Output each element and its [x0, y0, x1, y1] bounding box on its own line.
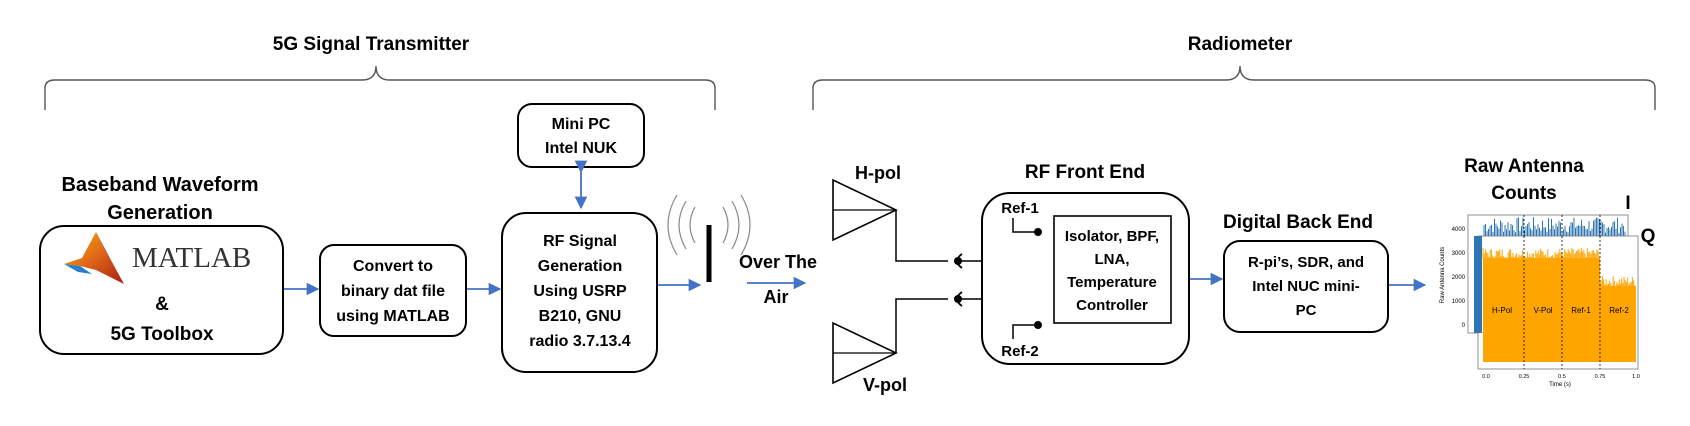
wire-vpol — [895, 298, 948, 353]
convert-line1: Convert to — [353, 258, 433, 275]
ref2-label: Ref-2 — [1001, 343, 1039, 360]
rfsig-line2: Generation — [538, 258, 622, 275]
i-ytick-4000: 4000 — [1452, 227, 1466, 233]
isolator-line4: Controller — [1076, 297, 1148, 314]
ota-line2: Air — [763, 287, 788, 307]
i-ytick-3000: 3000 — [1452, 251, 1466, 257]
isolator-line2: LNA, — [1095, 251, 1130, 268]
baseband-title-line2: Generation — [107, 202, 213, 224]
segment-vpol: V-Pol — [1533, 306, 1552, 315]
brace-radiometer — [812, 65, 1656, 110]
dbe-box — [1223, 240, 1389, 333]
rfsig-box — [501, 212, 658, 373]
matlab-logo-icon — [64, 232, 124, 284]
y-axis-label: Raw Antenna Counts — [1440, 247, 1446, 303]
segment-hpol: H-Pol — [1492, 306, 1512, 315]
isolator-box — [1053, 215, 1172, 324]
dbe-line3: PC — [1296, 302, 1317, 319]
q-segment-fill — [1600, 286, 1636, 362]
x-axis-label: Time (s) — [1549, 382, 1571, 388]
label-q: Q — [1641, 226, 1656, 247]
i-plot-noise — [1483, 217, 1626, 236]
i-ytick-1000: 1000 — [1452, 299, 1466, 305]
rfsig-line4: B210, GNU — [539, 308, 622, 325]
minipc-box — [517, 103, 645, 168]
xtick-1: 1.0 — [1632, 374, 1640, 380]
rfsig-line3: Using USRP — [533, 283, 627, 300]
vpol-horn-icon — [832, 321, 898, 385]
rfsig-line1: RF Signal — [543, 233, 617, 250]
tx-antenna-icon — [667, 194, 751, 282]
q-plot-bars — [1482, 248, 1636, 362]
convert-line2: binary dat file — [341, 283, 445, 300]
xtick-075: 0.75 — [1595, 374, 1606, 380]
xtick-0: 0.0 — [1482, 374, 1490, 380]
segment-ref1: Ref-1 — [1571, 306, 1591, 315]
dbe-line1: R-pi’s, SDR, and — [1248, 254, 1364, 271]
raw-title-line1: Raw Antenna — [1464, 156, 1584, 177]
segment-dividers — [1523, 215, 1601, 369]
convert-line3: using MATLAB — [336, 308, 449, 325]
dbe-line2: Intel NUC mini- — [1252, 278, 1360, 295]
section-title-radiometer: Radiometer — [1188, 34, 1293, 55]
baseband-title-line1: Baseband Waveform — [61, 174, 258, 196]
baseband-amp: & — [155, 294, 169, 315]
convert-box — [319, 244, 467, 337]
hpol-label: H-pol — [855, 163, 901, 183]
matlab-wordmark: MATLAB — [132, 242, 251, 274]
rfsig-line5: radio 3.7.13.4 — [529, 333, 630, 350]
hpol-horn-icon — [832, 178, 898, 242]
vpol-label: V-pol — [863, 375, 907, 395]
label-i: I — [1625, 193, 1630, 214]
rffe-title: RF Front End — [1025, 162, 1145, 183]
segment-ref2: Ref-2 — [1609, 306, 1629, 315]
xtick-05: 0.5 — [1558, 374, 1566, 380]
minipc-line2: Intel NUK — [545, 140, 617, 157]
minipc-line1: Mini PC — [552, 116, 611, 133]
ref1-label: Ref-1 — [1001, 200, 1039, 217]
brace-transmitter — [44, 65, 716, 110]
ota-line1: Over The — [739, 252, 817, 272]
i-ytick-2000: 2000 — [1452, 275, 1466, 281]
q-segment-fill — [1483, 258, 1600, 362]
counts-thumbnail-chart: 4000 3000 2000 1000 0 Raw Antenna Counts… — [1440, 214, 1640, 388]
section-title-transmitter: 5G Signal Transmitter — [273, 34, 470, 55]
isolator-line1: Isolator, BPF, — [1065, 228, 1159, 245]
isolator-line3: Temperature — [1067, 274, 1157, 291]
i-ytick-0: 0 — [1462, 323, 1466, 329]
dbe-title: Digital Back End — [1223, 212, 1373, 233]
rf-switch-icon — [1012, 218, 1042, 339]
wire-hpol — [895, 210, 948, 262]
xtick-025: 0.25 — [1519, 374, 1530, 380]
raw-title-line2: Counts — [1491, 183, 1556, 204]
baseband-toolbox: 5G Toolbox — [110, 324, 214, 345]
q-left-bar — [1474, 236, 1482, 333]
